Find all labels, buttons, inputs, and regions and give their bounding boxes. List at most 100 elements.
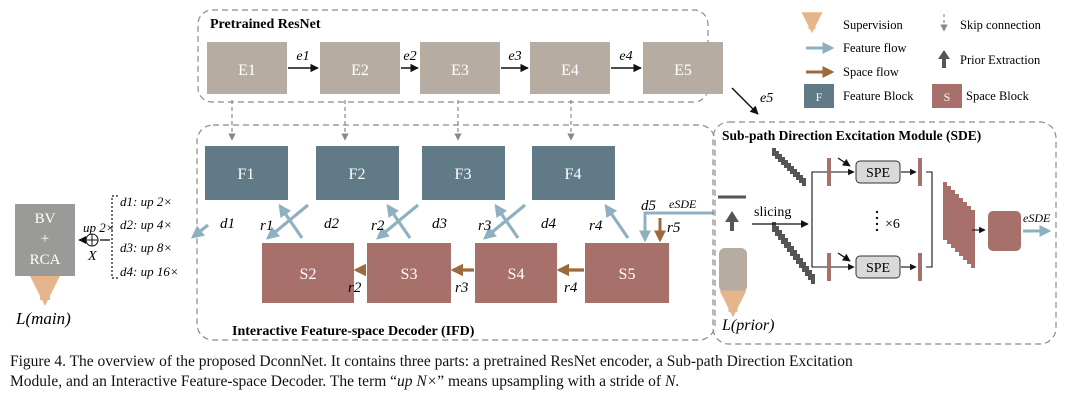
legend-feature-block: Feature Block <box>843 89 914 103</box>
feature-block-f4: F4 <box>532 146 615 200</box>
prior-extraction-icon <box>938 50 950 68</box>
caption-line1: The overview of the proposed DconnNet. I… <box>69 353 853 370</box>
encoder-title: Pretrained ResNet <box>210 17 321 32</box>
d-arrow <box>266 203 310 240</box>
branch-bracket-right <box>926 171 933 268</box>
feature-block-f2: F2 <box>316 146 399 200</box>
sde-output-label: eSDE <box>1023 211 1051 225</box>
r-arrow <box>386 203 412 239</box>
legend: Supervision Skip connection Feature flow… <box>801 12 1042 108</box>
encoder-block-e3: E3 <box>420 42 500 94</box>
d-label: d2 <box>324 216 340 232</box>
encoder-block-label: E2 <box>351 62 369 79</box>
feature-block-label: F4 <box>565 166 582 183</box>
caption-n: N <box>664 373 676 390</box>
caption-term: up N× <box>397 373 438 390</box>
space-block-label: S4 <box>508 266 525 283</box>
x-label: X <box>87 249 97 264</box>
output-block-line: + <box>41 231 49 247</box>
edge-label-e2: e2 <box>403 49 416 64</box>
spe-block-top: SPE <box>855 160 901 184</box>
legend-feature-flow: Feature flow <box>843 41 907 55</box>
branch-bracket-left <box>811 171 818 268</box>
feature-block-f3: F3 <box>422 146 505 200</box>
figure-caption: Figure 4. The overview of the proposed D… <box>10 352 1074 392</box>
encoder-block-label: E3 <box>451 62 469 79</box>
space-block-swatch-letter: S <box>944 90 951 104</box>
feature-block-swatch <box>804 84 834 108</box>
space-block-s4: S4 <box>475 243 557 303</box>
sum-icon <box>85 233 99 247</box>
prior-loss: L(prior) <box>721 317 774 334</box>
d-label: d5 <box>641 198 657 214</box>
caption-line2b: ” means upsampling with a stride of <box>437 373 665 390</box>
e5-arrow <box>731 87 759 115</box>
feature-block-label: F1 <box>238 166 255 183</box>
aggregated-slices <box>943 182 975 268</box>
r-label: r4 <box>589 218 603 234</box>
d-label: d3 <box>432 216 447 232</box>
r-label: r2 <box>371 218 385 234</box>
up-list-item: d4: up 16× <box>120 264 179 279</box>
up-list-item: d2: up 4× <box>120 217 172 232</box>
d-arrow <box>191 223 209 239</box>
edge-label-e5: e5 <box>760 91 773 106</box>
up-list-bracket <box>111 195 118 279</box>
space-block-label: S5 <box>619 266 636 283</box>
encoder-block-e2: E2 <box>320 42 400 94</box>
encoder-block-label: E5 <box>674 62 692 79</box>
up-list-item: d1: up 2× <box>120 194 172 209</box>
r-arrow <box>494 203 520 239</box>
r-label: r3 <box>478 218 491 234</box>
dconnnet-diagram: Pretrained ResNet E1 E2 E3 E4 E5 e1 e2 e… <box>15 9 1057 345</box>
branch-feature-bar <box>827 253 831 281</box>
up-label: up 2× <box>83 220 115 235</box>
r-flow-label: r2 <box>348 280 362 296</box>
encoder-block-label: E4 <box>561 62 579 79</box>
output-block-line: RCA <box>30 252 61 268</box>
encoder-block-e4: E4 <box>530 42 610 94</box>
legend-space-block: Space Block <box>966 89 1030 103</box>
up-list-item: d3: up 8× <box>120 240 172 255</box>
main-loss: L(main) <box>15 309 71 328</box>
branch-feature-bar <box>827 158 831 186</box>
legend-skip: Skip connection <box>960 18 1042 32</box>
r-label: r1 <box>260 218 273 234</box>
feature-block-label: F2 <box>349 166 366 183</box>
slicing-label: slicing <box>754 205 791 220</box>
esde-input-arrow <box>639 211 714 243</box>
encoder-block-e5: E5 <box>643 42 723 94</box>
edge-label-e4: e4 <box>619 49 632 64</box>
repeat-dots <box>875 210 879 232</box>
space-block-s5: S5 <box>585 243 669 303</box>
spe-label: SPE <box>866 166 890 181</box>
prior-extraction-icon <box>725 211 739 231</box>
spe-out-bar <box>918 158 922 186</box>
r-arrow <box>604 203 630 239</box>
encoder-block-label: E1 <box>238 62 256 79</box>
sde-output-block <box>988 211 1021 251</box>
spe-label: SPE <box>866 261 890 276</box>
sde-title: Sub-path Direction Excitation Module (SD… <box>722 128 981 143</box>
space-block-label: S3 <box>401 266 418 283</box>
esde-input-label: eSDE <box>669 197 697 211</box>
feature-slices-top <box>772 148 806 186</box>
space-block-s2: S2 <box>262 243 354 303</box>
output-block-line: BV <box>35 211 56 227</box>
repeat-label: ×6 <box>885 217 900 232</box>
decoder-title: Interactive Feature-space Decoder (IFD) <box>232 324 475 339</box>
space-block-s3: S3 <box>367 243 451 303</box>
r-flow-label: r4 <box>564 280 578 296</box>
edge-label-e1: e1 <box>296 49 309 64</box>
edge-label-e3: e3 <box>508 49 521 64</box>
caption-label: Figure 4. <box>10 353 66 370</box>
output-block: BV + RCA <box>15 204 75 276</box>
d-label: d4 <box>541 216 557 232</box>
prior-block <box>719 248 747 292</box>
feature-block-f1: F1 <box>205 146 288 200</box>
sde-region <box>712 121 1057 345</box>
caption-line2c: . <box>675 373 680 390</box>
legend-supervision: Supervision <box>843 18 903 32</box>
legend-space-flow: Space flow <box>843 65 899 79</box>
space-block-swatch <box>932 84 962 108</box>
